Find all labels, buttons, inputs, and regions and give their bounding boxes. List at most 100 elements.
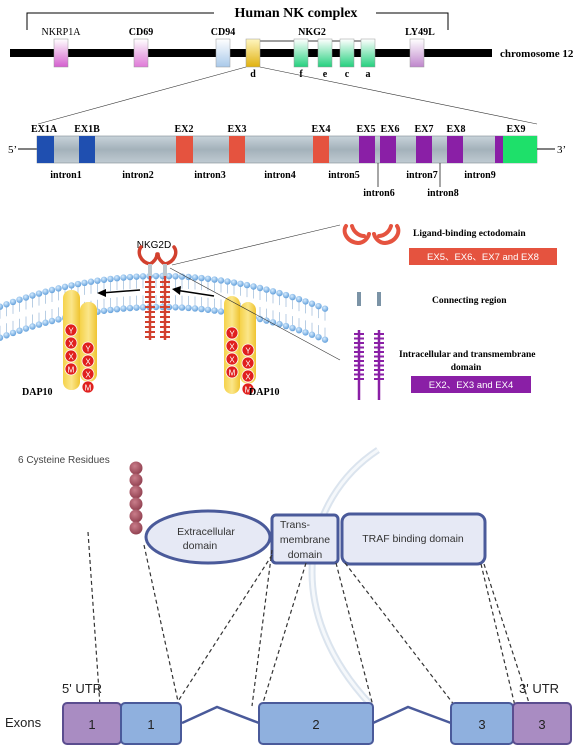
motif-residue xyxy=(225,326,239,340)
dap10-right-label: DAP10 xyxy=(249,387,280,398)
utr3-box xyxy=(512,702,572,745)
domain-transmembrane xyxy=(270,513,340,565)
lipid-head xyxy=(269,288,277,295)
cysteine-residues xyxy=(129,461,143,535)
lipid-head xyxy=(224,278,231,285)
exons-label: Exons xyxy=(5,715,42,730)
lipid-head xyxy=(35,321,43,328)
lipid-head xyxy=(94,277,101,284)
gene-nkg2-label: NKG2 xyxy=(298,27,326,38)
lipid-head xyxy=(178,304,186,311)
lipid-head xyxy=(198,305,205,313)
lipid-head xyxy=(250,283,257,290)
exon-ex8 xyxy=(447,136,463,163)
lipid-head xyxy=(185,304,192,312)
lipid-head xyxy=(9,298,17,306)
lipid-head xyxy=(100,307,108,314)
exon-ex6 xyxy=(380,136,396,163)
five-prime-label: 5’ xyxy=(8,144,17,156)
lipid-head xyxy=(107,306,114,314)
lipid-head xyxy=(315,302,322,310)
exon2-box xyxy=(258,702,374,745)
lipid-head xyxy=(217,277,225,284)
intron-label-2: intron2 xyxy=(122,170,154,181)
legend-ligand-exons: EX5、EX6、EX7 and EX8 xyxy=(427,252,539,263)
exon-ex1b xyxy=(79,136,95,163)
domain-tm-line3: domain xyxy=(288,549,323,561)
motif-residue xyxy=(64,336,78,350)
lipid-head xyxy=(282,291,290,299)
domain-tm-line2: membrane xyxy=(280,534,330,546)
nkg2d-transmembrane-helices xyxy=(145,281,170,338)
gene-nkrp1a-box xyxy=(53,38,69,68)
lipid-head xyxy=(178,273,186,280)
exon-label-ex7: EX7 xyxy=(415,124,434,135)
domain-extracellular xyxy=(144,509,272,565)
domain-extracellular-line1: Extracellular xyxy=(177,526,235,538)
lipid-head xyxy=(55,316,62,323)
gene-cd94-box xyxy=(215,38,231,68)
lipid-head xyxy=(9,329,17,337)
motif-letter: X xyxy=(229,355,235,364)
membrane-arc xyxy=(308,447,380,707)
exon-label-ex9: EX9 xyxy=(507,124,526,135)
motif-letter: Y xyxy=(68,326,74,335)
lipid-head xyxy=(35,290,43,297)
exon-label-ex4: EX4 xyxy=(312,124,331,135)
lipid-head xyxy=(120,274,127,281)
lipid-head xyxy=(113,306,121,313)
exon-ex3 xyxy=(229,136,245,163)
lipid-head xyxy=(0,334,4,341)
lipid-head xyxy=(22,325,30,332)
domain-exon-panel: 6 Cysteine Residues Extracellular domain… xyxy=(5,447,572,745)
nkg2-bracket xyxy=(256,40,373,46)
lipid-head xyxy=(211,307,218,314)
nkg2-sub-c: c xyxy=(345,69,350,80)
lipid-head xyxy=(74,280,82,288)
lipid-head xyxy=(172,273,179,280)
lipid-head xyxy=(172,304,179,311)
exon-ex9-green xyxy=(503,136,537,163)
intron-label-1: intron1 xyxy=(50,170,82,181)
zoom-line-right xyxy=(259,66,538,125)
exon1-box xyxy=(120,702,182,745)
exon3-number: 3 xyxy=(478,717,485,732)
lipid-head xyxy=(16,327,23,334)
lipid-head xyxy=(48,286,56,294)
nk-complex-panel: Human NK complex chromosome 12 NKRP1A CD… xyxy=(10,6,574,125)
lipid-head xyxy=(243,281,251,289)
nkg2-sub-f: f xyxy=(299,69,303,80)
motif-residue xyxy=(64,349,78,363)
lipid-head xyxy=(61,283,69,291)
domain-traf-label: TRAF binding domain xyxy=(362,533,464,545)
exon-label-ex8: EX8 xyxy=(447,124,466,135)
exon-ex2 xyxy=(176,136,193,163)
legend-intracellular: Intracellular and transmembrane domain E… xyxy=(354,330,536,400)
exon-label-ex3: EX3 xyxy=(228,124,247,135)
intron-label-5: intron5 xyxy=(328,170,360,181)
gene-cd69-box xyxy=(133,38,149,68)
lipid-head xyxy=(256,284,264,292)
lipid-head xyxy=(126,304,134,312)
chromosome-label: chromosome 12 xyxy=(500,48,574,60)
lipid-head xyxy=(152,272,160,280)
lipid-head xyxy=(29,292,36,299)
intron-connector-1 xyxy=(181,705,260,725)
intron-label-7: intron7 xyxy=(406,170,438,181)
cysteine-residue xyxy=(129,521,143,535)
lipid-head xyxy=(81,279,88,287)
gene-nkg2a-box xyxy=(360,38,376,68)
exon2-number: 2 xyxy=(312,717,319,732)
gene-ly49l-label: LY49L xyxy=(405,27,435,38)
exon-ex9-purple xyxy=(495,136,503,163)
motif-letter: X xyxy=(85,370,91,379)
motif-letter: M xyxy=(68,365,75,374)
legend-intra-title-2: domain xyxy=(451,363,482,373)
motif-letter: Y xyxy=(229,329,235,338)
exon-label-ex1b: EX1B xyxy=(74,124,100,135)
lipid-head xyxy=(113,275,121,282)
